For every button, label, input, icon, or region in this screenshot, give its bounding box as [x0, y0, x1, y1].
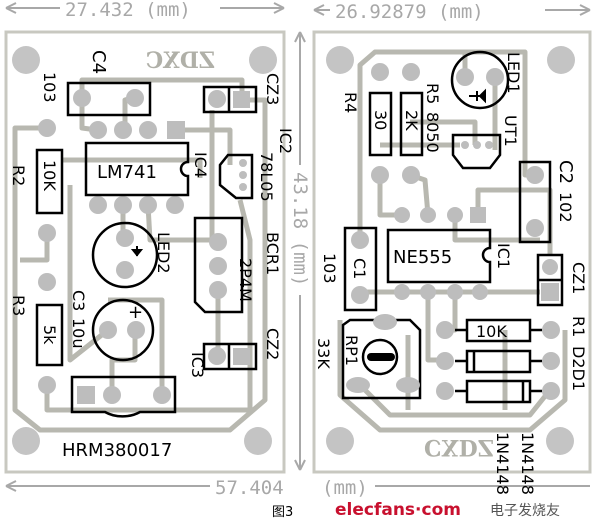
board-outline [312, 30, 592, 474]
ut1-outline [451, 133, 502, 170]
r3-label: R3 [9, 295, 28, 316]
c4-value: 103 [40, 72, 59, 103]
c2-label: C2 [555, 160, 576, 184]
r1-label: R1 [569, 316, 588, 337]
bcr1-outline [193, 216, 244, 314]
r4-label: R4 [341, 92, 360, 113]
d1-outline [465, 379, 532, 404]
cz1-label: CZ1 [569, 262, 588, 294]
height-dimension: 43.18 (mm) [289, 172, 311, 286]
diode-symbol-icon [469, 88, 486, 104]
ic1-part: NE555 [393, 247, 452, 268]
led1-outline [450, 50, 510, 110]
bcr1-label: BCR1 [263, 232, 282, 275]
d2-part: 1N4148 [493, 432, 512, 495]
rp1-outline [341, 318, 422, 400]
led2-outline [91, 221, 159, 289]
ic2-label: IC2 [276, 128, 295, 154]
elecfans-watermark: elecfans·com 电子发烧友 [335, 500, 560, 519]
r5-outline [399, 91, 424, 157]
diode-symbol-icon [130, 246, 144, 257]
ic3-outline [70, 375, 177, 418]
watermark-site: elecfans·com [335, 500, 461, 519]
r4-value: 30 [371, 110, 390, 130]
ic4-label: IC4 [191, 152, 210, 178]
c1-value: 103 [320, 253, 339, 284]
r4-outline [368, 91, 393, 157]
total-width-unit: (mm) [322, 477, 368, 499]
c3-plus: + [128, 302, 143, 323]
c4-outline [66, 81, 152, 117]
ic2-part: 78L05 [257, 152, 276, 202]
d2d1-label: D2D1 [569, 346, 588, 391]
right-width-dimension: 26.92879 (mm) [335, 1, 484, 23]
c3-outline [91, 298, 155, 362]
r1-value: 10K [476, 322, 507, 341]
ic2-outline [218, 153, 254, 200]
r2-label: R2 [9, 165, 28, 186]
right-board: CXDZ LED1 30 2K R4 R5 8050 UT1 C2 102 NE… [312, 30, 592, 495]
r2-outline [35, 148, 64, 215]
bcr1-part: 2P4M [236, 258, 255, 302]
cz2-label: CZ2 [263, 328, 282, 360]
c1-label: C1 [350, 258, 369, 279]
led2-label: LED2 [154, 232, 173, 274]
board-id: HRM380017 [62, 440, 172, 461]
ut1-label: UT1 [501, 115, 520, 147]
left-board: ZDXC C4 103 CZ3 LM741 IC4 IC2 78L05 10K … [4, 30, 295, 474]
led1-label: LED1 [504, 52, 523, 94]
r2-value: 10K [40, 160, 59, 191]
d2-outline [465, 349, 532, 374]
rp1-label: RP1 [342, 335, 361, 366]
ic1-label: IC1 [494, 243, 513, 269]
ic1-outline [386, 228, 492, 284]
d1-part: 1N4148 [518, 432, 537, 495]
potentiometer-dial-icon [361, 338, 399, 376]
cxdz-logo: ZDXC [146, 48, 215, 74]
dimension-lines [5, 2, 591, 492]
c3-label: C3 [69, 290, 88, 311]
mounting-holes [12, 46, 277, 455]
c2-value: 102 [556, 192, 575, 223]
ic4-outline [84, 141, 190, 197]
c4-label: C4 [88, 50, 109, 74]
board-outline [4, 30, 286, 474]
c2-outline [518, 160, 552, 244]
cz3-label: CZ3 [263, 73, 282, 105]
ic4-part: LM741 [97, 162, 157, 183]
c3-value: 10u [69, 318, 88, 349]
ut1-part: 8050 [423, 112, 442, 153]
figure-caption: 图3 [272, 505, 293, 519]
r3-outline [35, 303, 64, 367]
ic3-label: IC3 [188, 352, 207, 378]
total-width-dimension: 57.404 [215, 477, 284, 499]
watermark-cn: 电子发烧友 [490, 503, 560, 519]
r3-value: 5k [40, 325, 59, 345]
cxdz-logo: CXDZ [424, 434, 494, 460]
r5-value: 2K [402, 110, 421, 131]
c1-outline [343, 226, 378, 312]
r5-label: R5 [423, 83, 442, 104]
left-width-dimension: 27.432 (mm) [65, 0, 191, 21]
rp1-value: 33K [314, 338, 333, 369]
mounting-holes [326, 46, 575, 455]
